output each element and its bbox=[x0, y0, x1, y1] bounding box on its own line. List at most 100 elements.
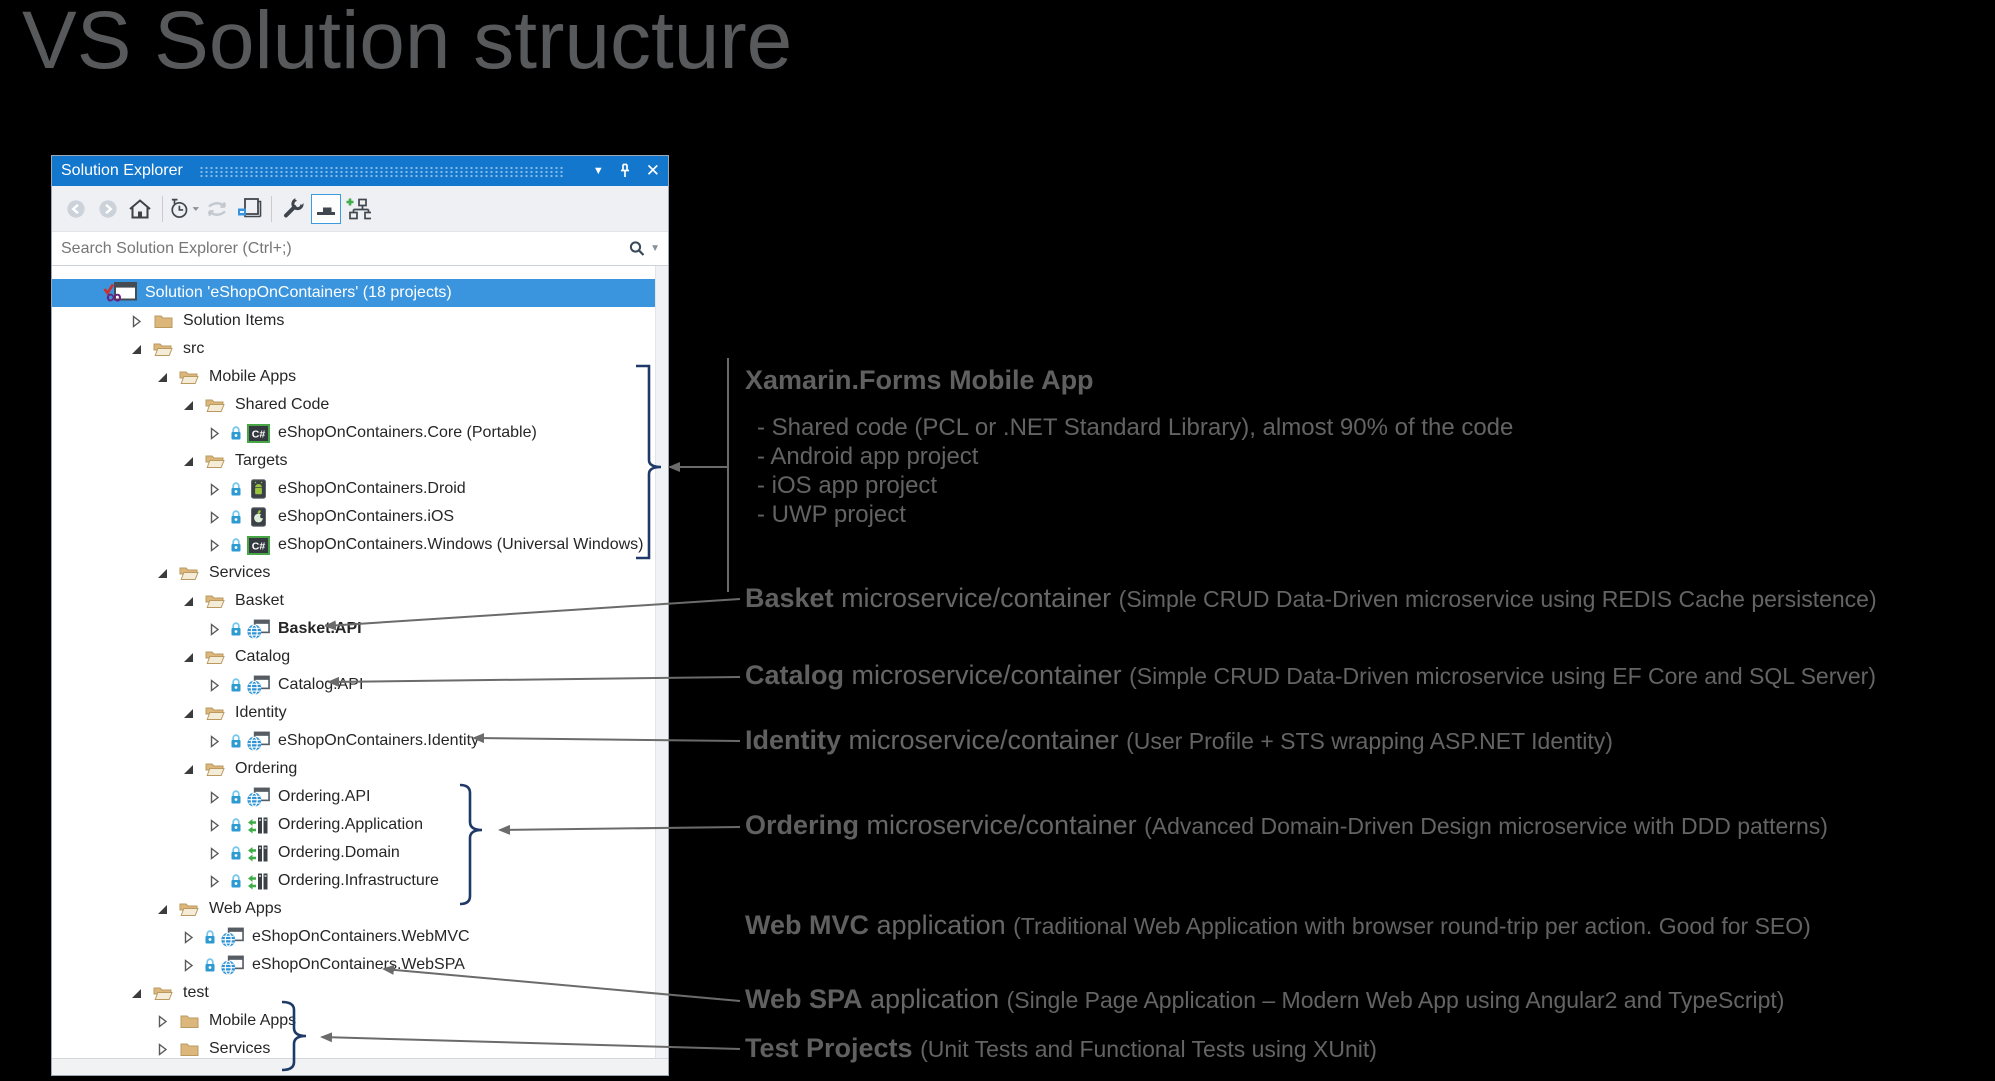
expanded-arrow-icon[interactable] bbox=[156, 568, 170, 579]
tree-row[interactable]: Mobile Apps bbox=[52, 1007, 655, 1035]
expanded-arrow-icon[interactable] bbox=[182, 400, 196, 411]
collapsed-arrow-icon[interactable] bbox=[208, 790, 222, 804]
tree-row[interactable]: Catalog.API bbox=[52, 671, 655, 699]
tree-item-label: Ordering.Domain bbox=[278, 844, 400, 861]
ios-project-icon bbox=[246, 507, 270, 527]
lock-icon bbox=[229, 789, 243, 805]
pin-icon[interactable] bbox=[618, 163, 632, 180]
tree-item-label: Services bbox=[209, 1040, 271, 1057]
show-all-files-icon[interactable] bbox=[311, 193, 341, 224]
collapsed-arrow-icon[interactable] bbox=[208, 622, 222, 636]
collapsed-arrow-icon[interactable] bbox=[208, 734, 222, 748]
open-folder-icon bbox=[177, 901, 201, 917]
annotation-xamarin-bullet: - Shared code (PCL or .NET Standard Libr… bbox=[757, 414, 1514, 441]
lock-icon bbox=[229, 481, 243, 497]
tree-item-label: Ordering.Infrastructure bbox=[278, 872, 439, 889]
expanded-arrow-icon[interactable] bbox=[130, 988, 144, 999]
svg-text:∞: ∞ bbox=[106, 284, 122, 306]
expanded-arrow-icon[interactable] bbox=[130, 344, 144, 355]
sync-icon[interactable] bbox=[202, 194, 232, 224]
collapsed-arrow-icon[interactable] bbox=[208, 874, 222, 888]
tree-row[interactable]: Basket bbox=[52, 587, 655, 615]
home-icon[interactable] bbox=[125, 194, 155, 224]
tree-row[interactable]: Web Apps bbox=[52, 895, 655, 923]
tree-row[interactable]: C#eShopOnContainers.Core (Portable) bbox=[52, 419, 655, 447]
tree-row[interactable]: Ordering.Domain bbox=[52, 839, 655, 867]
tree-row[interactable]: eShopOnContainers.iOS bbox=[52, 503, 655, 531]
tree-row[interactable]: Ordering bbox=[52, 755, 655, 783]
forward-icon[interactable] bbox=[93, 194, 123, 224]
expanded-arrow-icon[interactable] bbox=[182, 764, 196, 775]
search-options-caret-icon[interactable]: ▼ bbox=[650, 243, 660, 254]
collapsed-arrow-icon[interactable] bbox=[208, 846, 222, 860]
tree-row[interactable]: Mobile Apps bbox=[52, 363, 655, 391]
collapsed-arrow-icon[interactable] bbox=[208, 678, 222, 692]
tree-item-label: Basket.API bbox=[278, 620, 362, 637]
expanded-arrow-icon[interactable] bbox=[182, 708, 196, 719]
tree-row[interactable]: Identity bbox=[52, 699, 655, 727]
csharp-project-icon: C# bbox=[246, 423, 270, 443]
tree-row[interactable]: eShopOnContainers.Droid bbox=[52, 475, 655, 503]
pending-changes-filter-icon[interactable] bbox=[170, 194, 200, 224]
tree-row[interactable]: Shared Code bbox=[52, 391, 655, 419]
collapsed-arrow-icon[interactable] bbox=[208, 538, 222, 552]
tree-row[interactable]: Services bbox=[52, 559, 655, 587]
tree-row[interactable]: Ordering.API bbox=[52, 783, 655, 811]
tree-item-label: Solution 'eShopOnContainers' (18 project… bbox=[145, 284, 452, 301]
lock-icon bbox=[229, 425, 243, 441]
tree-row[interactable]: test bbox=[52, 979, 655, 1007]
back-icon[interactable] bbox=[61, 194, 91, 224]
tree-row[interactable]: eShopOnContainers.Identity bbox=[52, 727, 655, 755]
expanded-arrow-icon[interactable] bbox=[182, 652, 196, 663]
tree-row[interactable]: Basket.API bbox=[52, 615, 655, 643]
tree-row[interactable]: Ordering.Application bbox=[52, 811, 655, 839]
annotation-webmvc: Web MVC application (Traditional Web App… bbox=[745, 910, 1811, 940]
tree-item-label: Catalog bbox=[235, 648, 291, 665]
tree-row[interactable]: src bbox=[52, 335, 655, 363]
folder-icon bbox=[151, 313, 175, 329]
expanded-arrow-icon[interactable] bbox=[156, 372, 170, 383]
search-box[interactable]: Search Solution Explorer (Ctrl+;) ▼ bbox=[52, 232, 668, 266]
tree-row[interactable]: Services bbox=[52, 1035, 655, 1063]
expanded-arrow-icon[interactable] bbox=[156, 904, 170, 915]
collapsed-arrow-icon[interactable] bbox=[182, 930, 196, 944]
panel-titlebar[interactable]: Solution Explorer ▼ ✕ bbox=[52, 156, 668, 186]
search-input[interactable]: Search Solution Explorer (Ctrl+;) bbox=[61, 239, 292, 257]
lock-icon bbox=[229, 845, 243, 861]
properties-icon[interactable] bbox=[279, 194, 309, 224]
tree-row[interactable]: eShopOnContainers.WebSPA bbox=[52, 951, 655, 979]
tree-item-label: Ordering bbox=[235, 760, 298, 777]
window-position-icon[interactable]: ▼ bbox=[592, 165, 604, 177]
tree-item-label: Basket bbox=[235, 592, 284, 609]
collapse-all-icon[interactable] bbox=[343, 194, 373, 224]
search-icon[interactable] bbox=[628, 240, 646, 258]
collapsed-arrow-icon[interactable] bbox=[130, 314, 144, 328]
vertical-scrollbar[interactable] bbox=[655, 266, 668, 1058]
collapsed-arrow-icon[interactable] bbox=[208, 482, 222, 496]
web-project-icon bbox=[246, 731, 270, 752]
tree-row[interactable]: C#eShopOnContainers.Windows (Universal W… bbox=[52, 531, 655, 559]
expanded-arrow-icon[interactable] bbox=[182, 596, 196, 607]
tree-item-label: Identity bbox=[235, 704, 287, 721]
csharp-project-icon: C# bbox=[246, 535, 270, 555]
open-folder-icon bbox=[203, 593, 227, 609]
collapsed-arrow-icon[interactable] bbox=[208, 818, 222, 832]
open-folder-icon bbox=[203, 705, 227, 721]
tree-row[interactable]: Ordering.Infrastructure bbox=[52, 867, 655, 895]
tree-row[interactable]: ∞ Solution 'eShopOnContainers' (18 projec… bbox=[52, 279, 655, 307]
horizontal-scrollbar[interactable] bbox=[52, 1058, 668, 1075]
tree-row[interactable]: Catalog bbox=[52, 643, 655, 671]
tree-row[interactable]: eShopOnContainers.WebMVC bbox=[52, 923, 655, 951]
collapsed-arrow-icon[interactable] bbox=[208, 510, 222, 524]
sync-with-active-document-icon[interactable] bbox=[234, 194, 264, 224]
close-icon[interactable]: ✕ bbox=[645, 161, 660, 180]
expanded-arrow-icon[interactable] bbox=[182, 456, 196, 467]
collapsed-arrow-icon[interactable] bbox=[156, 1014, 170, 1028]
collapsed-arrow-icon[interactable] bbox=[208, 426, 222, 440]
solution-icon: ∞ bbox=[102, 281, 138, 306]
collapsed-arrow-icon[interactable] bbox=[156, 1042, 170, 1056]
tree-row[interactable]: Solution Items bbox=[52, 307, 655, 335]
collapsed-arrow-icon[interactable] bbox=[182, 958, 196, 972]
tree-row[interactable]: Targets bbox=[52, 447, 655, 475]
web-project-icon bbox=[246, 619, 270, 640]
